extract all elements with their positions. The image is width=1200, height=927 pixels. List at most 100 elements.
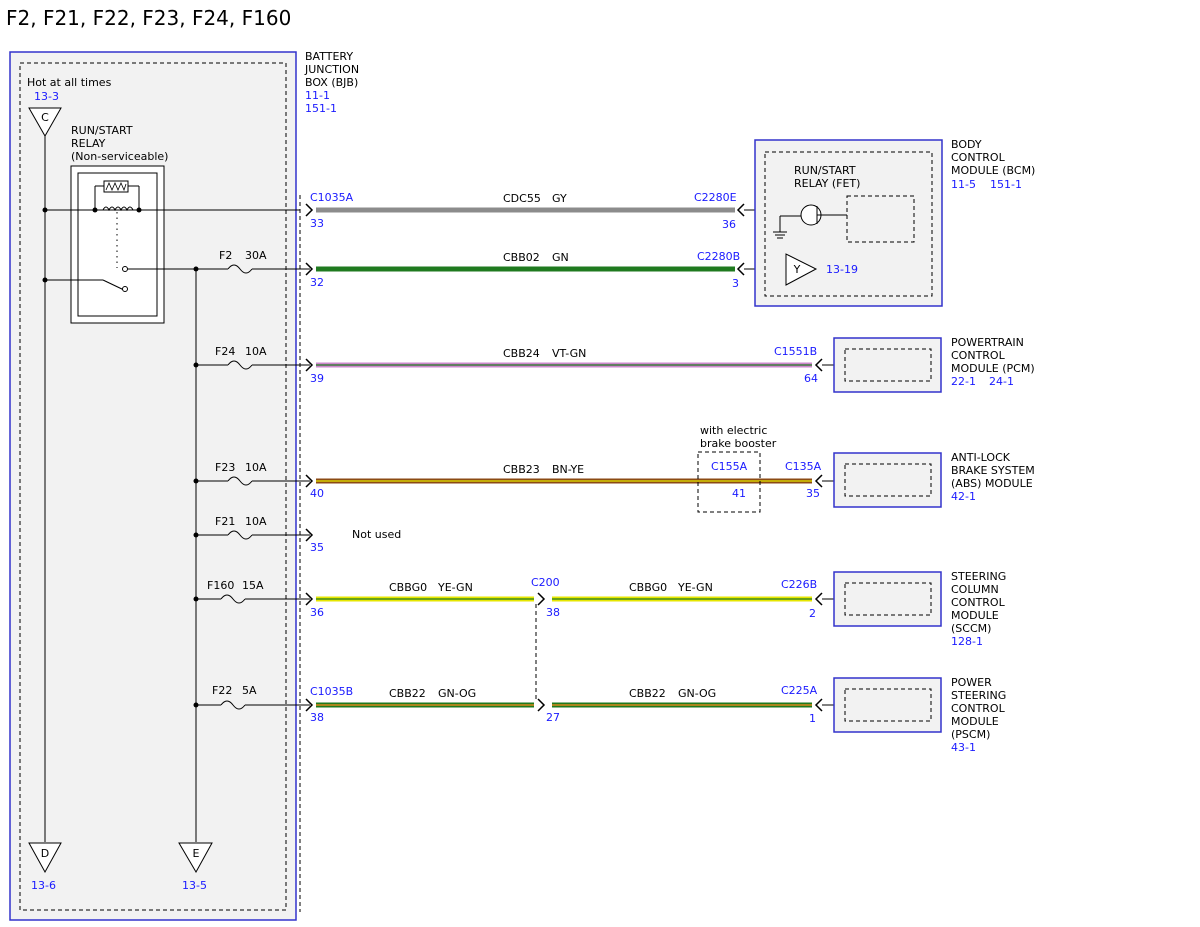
connector-d-icon <box>28 842 62 874</box>
svg-text:27: 27 <box>546 711 560 724</box>
relay-label-3: (Non-serviceable) <box>71 150 168 163</box>
splice-dot <box>136 207 142 213</box>
fuse-name: F21 <box>215 515 235 528</box>
pscm-name-3: CONTROL <box>951 702 1006 715</box>
fuse-icon <box>220 700 246 710</box>
relay-contact-no <box>122 266 128 272</box>
bcm-name-3: MODULE (BCM) <box>951 164 1035 177</box>
circuit-id: CBBG0 <box>389 581 427 594</box>
conn-c2280b: C2280B <box>697 250 740 263</box>
module-pcm <box>833 337 942 393</box>
relay-label-1: RUN/START <box>71 124 133 137</box>
conn-c2280e: C2280E <box>694 191 737 204</box>
circuit-id: CBB22 <box>629 687 666 700</box>
page-title: F2, F21, F22, F23, F24, F160 <box>6 6 291 30</box>
fuse-name: F22 <box>212 684 232 697</box>
bcm-name-1: BODY <box>951 138 982 151</box>
pin: 35 <box>806 487 820 500</box>
relay-switch-arm <box>102 279 125 291</box>
wire-cbb02: CBB02 GN <box>316 251 735 272</box>
pscm-name-2: STEERING <box>951 689 1006 702</box>
abs-name-3: (ABS) MODULE <box>951 477 1033 490</box>
fuse-name: F160 <box>207 579 234 592</box>
pscm-name-5: (PSCM) <box>951 728 990 741</box>
circuit-color: YE-GN <box>437 581 473 594</box>
fuse-icon <box>220 594 246 604</box>
splice-dot <box>42 277 48 283</box>
pin: 1 <box>809 712 816 725</box>
svg-text:41: 41 <box>732 487 746 500</box>
pin: 64 <box>804 372 818 385</box>
not-used-label: Not used <box>352 528 401 541</box>
bjb-ref-2: 151-1 <box>305 102 337 115</box>
bcm-name-2: CONTROL <box>951 151 1006 164</box>
circuit-color: GN-OG <box>438 687 476 700</box>
fuse-name: F23 <box>215 461 235 474</box>
bjb-name-line3: BOX (BJB) <box>305 76 358 89</box>
module-connector-chevrons <box>736 203 823 712</box>
connector-e-ref: 13-5 <box>182 879 207 892</box>
bjb-pin: 36 <box>310 606 324 619</box>
fuse-name: F24 <box>215 345 235 358</box>
wire-cbb22-left: CBB22 GN-OG <box>316 687 534 708</box>
splice-dot <box>42 207 48 213</box>
wire-cbb23: CBB23 BN-YE <box>316 463 812 484</box>
fuse-rating: 5A <box>242 684 257 697</box>
fuse-icon <box>227 530 253 540</box>
conn-c225a: C225A <box>781 684 818 697</box>
fuse-f2: F2 30A <box>196 249 310 274</box>
relay-inner <box>77 172 158 317</box>
fuse-rating: 15A <box>242 579 264 592</box>
pscm-name-4: MODULE <box>951 715 999 728</box>
pin: 2 <box>809 607 816 620</box>
pcm-name-3: MODULE (PCM) <box>951 362 1035 375</box>
wire-cbb24: CBB24 VT-GN <box>316 347 812 368</box>
circuit-color: GN-OG <box>678 687 716 700</box>
relay-coil-icon <box>102 206 134 212</box>
module-abs <box>833 452 942 508</box>
connector-c155a: with electric brake booster C155A 41 <box>697 424 777 513</box>
relay-resistor-zigzag <box>105 181 127 192</box>
svg-text:13-19: 13-19 <box>826 263 858 276</box>
conn-c135a: C135A <box>785 460 822 473</box>
wire-cdc55: CDC55 GY <box>316 192 735 213</box>
circuit-id: CBB22 <box>389 687 426 700</box>
pcm-ref-1: 22-1 <box>951 375 976 388</box>
sccm-name-2: COLUMN <box>951 583 999 596</box>
circuit-color: BN-YE <box>552 463 584 476</box>
fuse-f22: F22 5A <box>193 684 310 710</box>
bjb-pin: 33 <box>310 217 324 230</box>
pcm-ref-2: 24-1 <box>989 375 1014 388</box>
relay-resistor-icon <box>103 180 129 193</box>
wire-cbbg0-right: CBBG0 YE-GN <box>552 581 812 602</box>
connector-e-label: E <box>193 847 200 860</box>
fuse-f21: F21 10A <box>193 515 310 540</box>
pin: 3 <box>732 277 739 290</box>
fuse-icon <box>227 476 253 486</box>
hot-ref: 13-3 <box>34 90 59 103</box>
conn-c1551b: C1551B <box>774 345 817 358</box>
sccm-name-3: CONTROL <box>951 596 1006 609</box>
connector-y-icon <box>785 253 818 286</box>
svg-text:RELAY (FET): RELAY (FET) <box>794 177 860 190</box>
circuit-id: CBB02 <box>503 251 540 264</box>
bjb-pin: 32 <box>310 276 324 289</box>
ground-icon <box>773 231 787 239</box>
connector-c200: C200 38 27 <box>531 576 560 724</box>
bjb-inner-dashed <box>19 62 287 911</box>
bjb-ref-1: 11-1 <box>305 89 330 102</box>
fuse-rating: 10A <box>245 515 267 528</box>
fuse-f160: F160 15A <box>193 579 310 604</box>
abs-ref-1: 42-1 <box>951 490 976 503</box>
svg-text:Y: Y <box>793 263 801 276</box>
circuit-id: CDC55 <box>503 192 541 205</box>
fuse-f24: F24 10A <box>193 345 310 370</box>
bjb-connector-c1035b: C1035B <box>310 685 353 698</box>
svg-text:RUN/START: RUN/START <box>794 164 856 177</box>
svg-text:38: 38 <box>546 606 560 619</box>
sccm-name-5: (SCCM) <box>951 622 991 635</box>
pcm-name-1: POWERTRAIN <box>951 336 1024 349</box>
connector-d-label: D <box>41 847 49 860</box>
sccm-name-4: MODULE <box>951 609 999 622</box>
